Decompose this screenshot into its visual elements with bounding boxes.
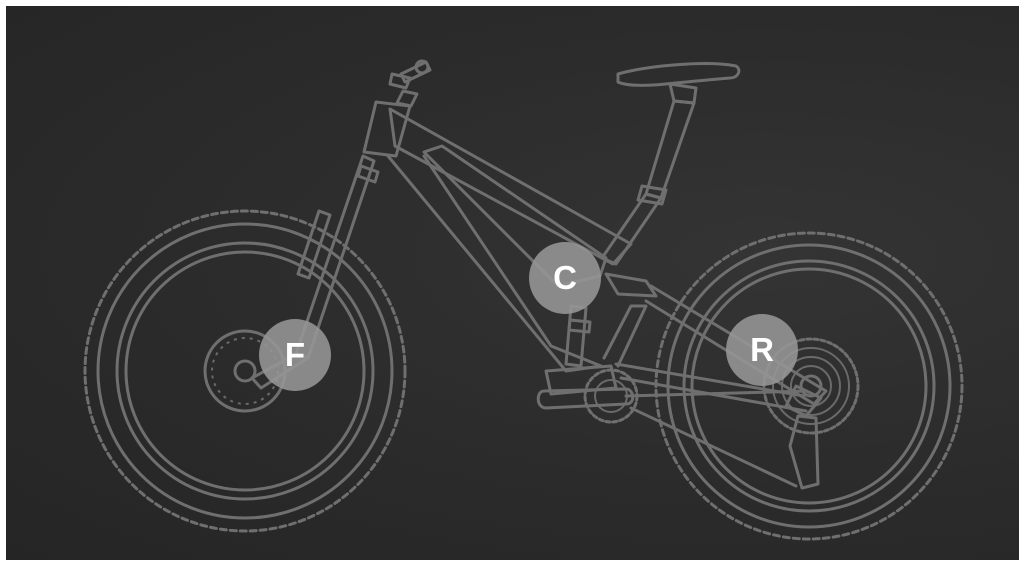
front-hotspot-label: F [285, 336, 305, 374]
bike-diagram-canvas: C F R [6, 6, 1019, 560]
saddle [618, 64, 739, 103]
rear-hotspot-button[interactable]: R [726, 314, 798, 386]
bike-illustration [6, 6, 1019, 560]
chainring-hotspot-button[interactable]: C [529, 242, 601, 314]
rear-wheel [656, 233, 962, 539]
front-wheel [85, 211, 405, 531]
cockpit [364, 61, 430, 156]
front-hotspot-button[interactable]: F [259, 319, 331, 391]
rear-hotspot-label: R [750, 331, 774, 369]
chainring-hotspot-label: C [553, 259, 577, 297]
